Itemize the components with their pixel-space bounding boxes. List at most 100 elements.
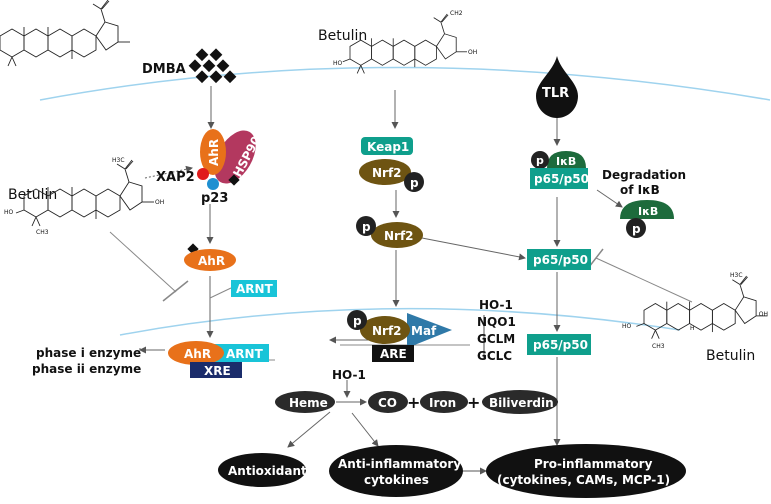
phase-ii-label: phase ii enzyme [32, 362, 141, 376]
ahr-top-label: AhR [207, 139, 221, 166]
nrf2-mid-p-circle [356, 216, 376, 236]
xap2-shape [197, 168, 209, 180]
heme-shape [275, 391, 335, 413]
arrow-nrf2-to-p65 [421, 237, 526, 261]
nrf2-are-p-circle [347, 310, 367, 330]
arnt-bottom-box [214, 344, 269, 362]
cell-membrane-line [39, 66, 771, 101]
nrf2-mid-label: Nrf2 [384, 229, 414, 243]
betulin-right-ho: HO [622, 323, 632, 330]
betulin-right-h: H [690, 325, 695, 332]
ikb-p-circle [531, 151, 549, 169]
betulin-top-ch2: CH2 [450, 10, 463, 17]
nrf2-are-shape [360, 316, 410, 344]
heme-label: Heme [289, 396, 328, 410]
arrow-heme-antiinflam [351, 412, 379, 447]
deg-p-circle [626, 218, 646, 238]
ahr-mid-label: AhR [198, 254, 225, 268]
betulin-left-ch3: CH3 [36, 229, 49, 236]
ikb-deg-shape [620, 200, 674, 219]
inhibit-betulin-left [109, 231, 177, 293]
nrf2-are-label: Nrf2 [372, 324, 402, 338]
co-label: CO [378, 396, 397, 410]
betulin-left-structure: HO OH CH3 H3C [4, 157, 164, 236]
ahr-top-shape [200, 129, 226, 175]
nuclear-membrane-line [119, 307, 681, 336]
arnt-mid-label: ARNT [236, 282, 274, 296]
iron-shape [420, 391, 468, 413]
co-shape [368, 391, 408, 413]
betulin-top-ho: HO [333, 60, 343, 67]
biliverdin-label: Biliverdin [489, 396, 554, 410]
nrf2-mid-p-label: p [362, 220, 371, 234]
biliverdin-shape [482, 390, 558, 414]
nrf2-top-p-circle [404, 172, 424, 192]
arrow-degradation [596, 189, 623, 208]
xre-box [190, 362, 242, 378]
betulin-top-structure: HO OH CH2 [333, 10, 477, 74]
diamond-cluster-icon [188, 48, 237, 84]
gclc-label: GCLC [477, 349, 512, 363]
betulin-right-oh: OH [759, 311, 768, 318]
iron-label: Iron [429, 396, 456, 410]
betulin-right-h3c: H3C [730, 272, 743, 279]
betulin-top-label: Betulin [318, 28, 367, 44]
arnt-connector [209, 287, 232, 299]
p65p50-bottom-label: p65/p50 [533, 338, 588, 352]
ahr-ligand-diamond [228, 174, 240, 186]
antiinflam-line1: Anti-inflammatory [338, 457, 461, 471]
antiinflam-line2: cytokines [364, 473, 429, 487]
nrf2-top-shape [359, 159, 411, 185]
are-label: ARE [380, 347, 407, 361]
degradation-line2: of IκB [620, 183, 660, 197]
keap1-box [361, 137, 413, 155]
p65p50-bottom-box [527, 334, 591, 355]
gclm-label: GCLM [477, 332, 515, 346]
arnt-mid-box [231, 280, 277, 297]
proinflam-shape [486, 444, 686, 498]
ikb-label: IκB [556, 155, 576, 168]
ahr-bottom-label: AhR [184, 347, 211, 361]
nrf2-top-p-label: p [410, 176, 419, 190]
arrow-xap2-dotted [144, 165, 193, 179]
betulin-left-oh: OH [155, 199, 164, 206]
maf-shape [407, 313, 452, 348]
arnt-bottom-label: ARNT [226, 347, 264, 361]
antioxidant-shape [218, 453, 306, 487]
nrf2-are-p-label: p [353, 314, 362, 328]
ahr-bottom-shape [168, 341, 224, 365]
inhibit-betulin-right [595, 257, 693, 303]
betulin-top-oh: OH [468, 49, 477, 56]
are-box [372, 345, 414, 362]
p65p50-top-box [530, 168, 588, 189]
antioxidant-label: Antioxidant [228, 464, 307, 478]
maf-label: Maf [411, 324, 437, 338]
proinflam-line1: Pro-inflammatory [534, 457, 653, 471]
betulin-right-ch3: CH3 [652, 343, 665, 350]
nrf2-top-label: Nrf2 [372, 166, 402, 180]
plus-2: + [467, 393, 480, 412]
p65p50-top-label: p65/p50 [534, 172, 589, 186]
p23-label: p23 [201, 191, 228, 206]
plus-1: + [407, 393, 420, 412]
nqo1-label: NQO1 [477, 315, 516, 329]
deg-p-label: p [632, 222, 641, 236]
ho1-list-label: HO-1 [479, 298, 513, 312]
xre-label: XRE [204, 364, 231, 378]
ho1-small-label: HO-1 [332, 368, 366, 382]
inhibit-bar-left [162, 280, 189, 302]
antiinflam-shape [329, 445, 463, 497]
p23-shape [207, 178, 219, 190]
ahr-mid-shape [184, 249, 236, 271]
ikb-shape [547, 151, 586, 168]
betulin-left-label: Betulin [8, 187, 57, 203]
degradation-line1: Degradation [602, 168, 686, 182]
arrow-heme-antiox [287, 411, 331, 448]
xap2-label: XAP2 [156, 170, 195, 185]
keap1-label: Keap1 [367, 140, 409, 154]
inhibit-bar-right [588, 248, 604, 268]
proinflam-line2: (cytokines, CAMs, MCP-1) [497, 473, 670, 487]
tlr-drop-icon [536, 56, 578, 118]
